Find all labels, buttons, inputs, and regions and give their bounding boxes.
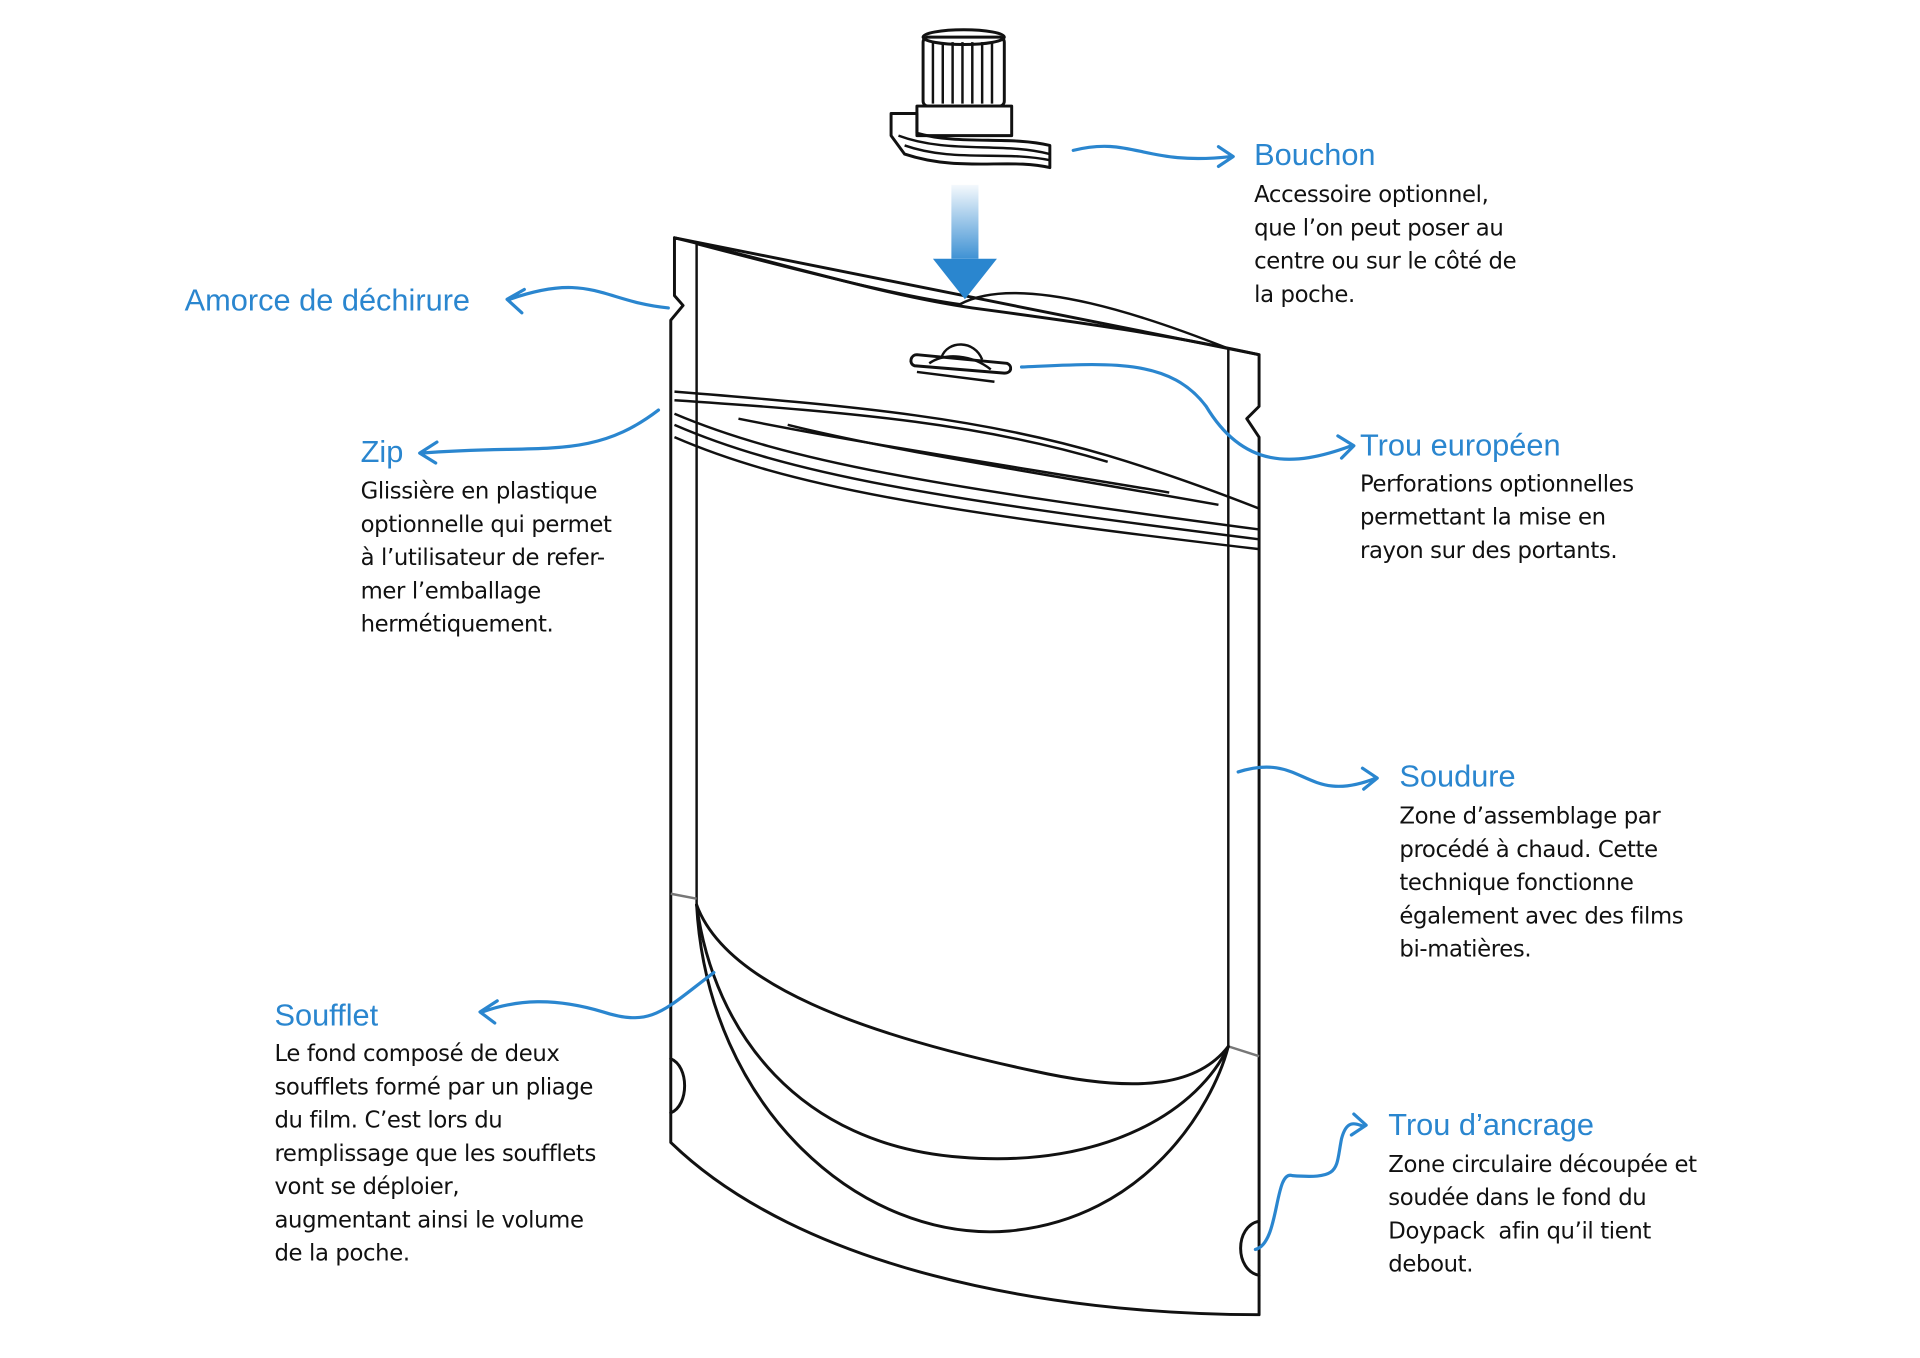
label-line: technique fonctionne bbox=[1399, 870, 1633, 896]
euro-hole-icon bbox=[909, 353, 1013, 375]
label-line: hermétiquement. bbox=[361, 612, 554, 638]
label-title: Bouchon bbox=[1254, 137, 1375, 172]
pouch-drawing bbox=[669, 28, 1261, 1317]
label-line: rayon sur des portants. bbox=[1360, 538, 1617, 564]
label-line: Perforations optionnelles bbox=[1360, 471, 1634, 497]
insert-arrow-shaft bbox=[951, 184, 979, 259]
label-line: que l’on peut poser au bbox=[1254, 215, 1503, 241]
label-title: Amorce de déchirure bbox=[185, 282, 470, 317]
arrow-trou-europeen-icon bbox=[1019, 363, 1356, 461]
label-line: procédé à chaud. Cette bbox=[1399, 837, 1657, 863]
label-zip: Zip Glissière en plastique optionnelle q… bbox=[361, 434, 613, 638]
label-title: Soudure bbox=[1399, 759, 1515, 794]
label-line: optionnelle qui permet bbox=[361, 512, 612, 538]
label-line: bi-matières. bbox=[1399, 937, 1531, 963]
arrow-amorce-icon bbox=[505, 285, 670, 315]
label-line: remplissage que les soufflets bbox=[274, 1141, 595, 1167]
label-line: Accessoire optionnel, bbox=[1254, 182, 1488, 208]
label-amorce: Amorce de déchirure bbox=[185, 282, 470, 317]
arrow-trou-ancrage-icon bbox=[1253, 1112, 1368, 1252]
label-bouchon: Bouchon Accessoire optionnel, que l’on p… bbox=[1254, 137, 1516, 308]
label-soudure: Soudure Zone d’assemblage par procédé à … bbox=[1399, 759, 1683, 963]
label-title: Trou européen bbox=[1360, 428, 1561, 463]
arrow-bouchon-icon bbox=[1071, 144, 1235, 168]
label-line: augmentant ainsi le volume bbox=[274, 1207, 583, 1233]
callout-arrows bbox=[418, 144, 1379, 1252]
label-title: Zip bbox=[361, 434, 404, 469]
label-line: la poche. bbox=[1254, 282, 1355, 308]
label-line: Zone circulaire découpée et bbox=[1388, 1152, 1697, 1178]
label-line: centre ou sur le côté de bbox=[1254, 249, 1516, 275]
label-line: Le fond composé de deux bbox=[274, 1041, 559, 1067]
label-soufflet: Soufflet Le fond composé de deux souffle… bbox=[274, 997, 596, 1267]
label-line: permettant la mise en bbox=[1360, 505, 1606, 531]
label-line: mer l’emballage bbox=[361, 578, 541, 604]
label-line: soufflets formé par un pliage bbox=[274, 1074, 593, 1100]
label-line: vont se déploier, bbox=[274, 1174, 459, 1200]
label-line: Doypack afin qu’il tient bbox=[1388, 1218, 1651, 1244]
label-trou-ancrage: Trou d’ancrage Zone circulaire découpée … bbox=[1388, 1107, 1697, 1278]
label-trou-europeen: Trou européen Perforations optionnelles … bbox=[1360, 428, 1634, 564]
label-line: Zone d’assemblage par bbox=[1399, 804, 1661, 830]
label-line: également avec des films bbox=[1399, 903, 1683, 929]
cap-drawing bbox=[889, 28, 1052, 170]
arrow-zip-icon bbox=[418, 408, 661, 465]
label-line: Glissière en plastique bbox=[361, 479, 598, 505]
label-line: de la poche. bbox=[274, 1241, 409, 1267]
label-title: Trou d’ancrage bbox=[1388, 1107, 1594, 1142]
label-line: du film. C’est lors du bbox=[274, 1108, 502, 1134]
insert-arrow-icon bbox=[932, 258, 997, 300]
label-title: Soufflet bbox=[274, 997, 378, 1032]
arrow-soudure-icon bbox=[1236, 765, 1379, 791]
label-line: soudée dans le fond du bbox=[1388, 1185, 1646, 1211]
arrow-soufflet-icon bbox=[478, 970, 716, 1025]
label-line: à l’utilisateur de refer- bbox=[361, 545, 605, 571]
label-line: debout. bbox=[1388, 1252, 1473, 1278]
